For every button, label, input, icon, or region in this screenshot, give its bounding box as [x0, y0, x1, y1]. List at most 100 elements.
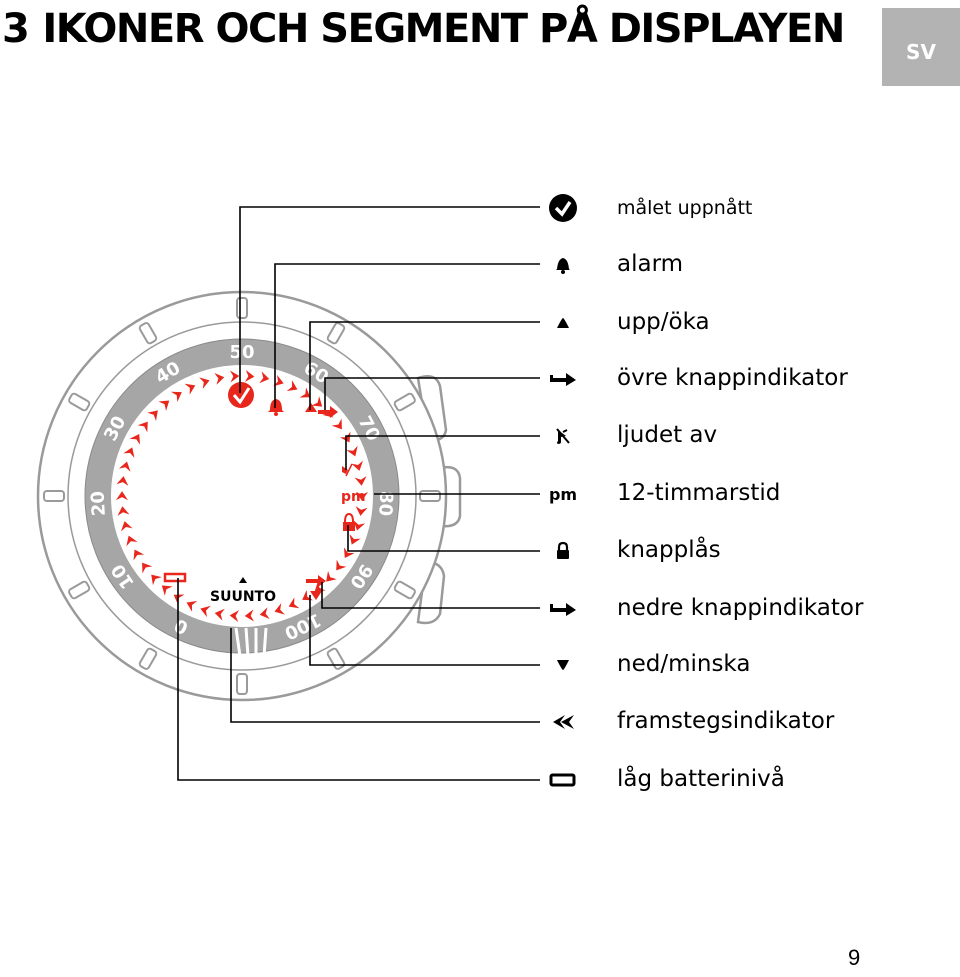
progress-segment	[259, 371, 270, 384]
progress-segment	[288, 597, 300, 609]
progress-segment	[302, 590, 314, 601]
progress-segment	[214, 608, 225, 621]
scale-ticks	[234, 627, 268, 657]
bezel-marker	[68, 392, 91, 412]
watch-brand-logo: SUUNTO	[210, 589, 276, 605]
progress-segment	[173, 594, 185, 605]
progress-segment	[199, 377, 210, 389]
progress-segment	[351, 460, 364, 471]
bezel-marker	[326, 647, 346, 670]
progress-chevron-icon	[548, 707, 578, 737]
progress-segment	[299, 387, 311, 398]
up-triangle-icon	[548, 308, 578, 338]
progress-segment	[186, 600, 198, 612]
progress-segment	[229, 370, 240, 383]
bezel-marker	[138, 322, 158, 345]
display-down-triangle-icon	[310, 591, 322, 600]
progress-segment	[356, 491, 369, 501]
progress-segment	[133, 549, 145, 561]
progress-segment	[244, 609, 255, 622]
progress-segment	[349, 534, 361, 545]
display-bell-icon	[268, 399, 284, 416]
legend-label-down: ned/minska	[617, 651, 751, 677]
page-title: 3 IKONER OCH SEGMENT PÅ DISPLAYEN	[2, 6, 845, 52]
progress-segment	[129, 433, 141, 445]
progress-segment	[147, 410, 158, 422]
progress-segment	[274, 603, 285, 615]
progress-segment	[118, 461, 131, 472]
pm-icon: pm	[548, 484, 578, 504]
display-low-battery-icon	[163, 572, 187, 583]
bezel-marker	[68, 580, 91, 600]
progress-segment	[170, 391, 182, 402]
progress-segment	[354, 476, 367, 486]
callout-lines	[177, 206, 540, 781]
padlock-icon	[548, 536, 578, 566]
legend-label-sound-off: ljudet av	[617, 422, 718, 448]
legend-label-12h: 12-timmarstid	[617, 480, 781, 506]
watch-bezel-inner-edge	[67, 321, 417, 671]
progress-segment	[200, 605, 211, 618]
legend-label-progress: framstegsindikator	[617, 708, 835, 734]
bezel-marker	[236, 673, 248, 695]
display-sound-off-icon	[342, 463, 353, 477]
display-upper-button-icon	[318, 406, 338, 418]
bezel-marker	[326, 322, 346, 345]
display-pm-icon: pm	[341, 489, 366, 505]
legend-label-low-battery: låg batterinivå	[617, 766, 785, 792]
section-title: IKONER OCH SEGMENT PÅ DISPLAYEN	[42, 6, 845, 52]
progress-segment	[158, 400, 170, 411]
progress-segment	[137, 421, 148, 433]
progress-segment	[229, 610, 240, 623]
progress-segment	[123, 447, 135, 458]
progress-segment	[115, 491, 128, 501]
bezel-marker	[138, 647, 158, 670]
low-battery-icon	[548, 765, 578, 795]
progress-segment	[184, 383, 196, 395]
bezel-marker	[393, 580, 416, 600]
sound-off-icon	[548, 421, 578, 451]
legend-label-button-lock: knapplås	[617, 537, 721, 563]
alarm-bell-icon	[548, 250, 578, 280]
page-number: 9	[848, 945, 861, 970]
display-padlock-icon	[343, 512, 355, 531]
display-check-icon	[228, 382, 254, 408]
progress-segment	[336, 559, 347, 571]
display-lower-button-icon	[306, 575, 326, 587]
progress-segment	[355, 506, 368, 516]
scale-number: 20	[88, 490, 110, 516]
progress-segment	[273, 374, 284, 387]
progress-segment	[314, 581, 326, 592]
progress-segment	[214, 372, 225, 385]
scale-number: 50	[229, 342, 254, 363]
progress-segment	[346, 445, 358, 457]
section-number: 3	[2, 6, 30, 52]
progress-segment	[331, 418, 342, 430]
bezel-marker	[43, 490, 65, 502]
scale-ring	[85, 339, 399, 653]
progress-segment	[117, 506, 130, 516]
progress-segment	[259, 607, 270, 620]
progress-segment	[116, 476, 129, 486]
progress-segment	[126, 535, 138, 547]
progress-segment	[339, 431, 351, 443]
progress-segments	[115, 369, 369, 623]
goal-reached-check-icon	[548, 193, 578, 223]
brand-triangle-icon	[239, 577, 247, 583]
progress-segment	[161, 585, 173, 596]
progress-segment	[244, 369, 255, 382]
legend-label-goal-reached: målet uppnått	[617, 197, 753, 219]
progress-segment	[120, 521, 133, 532]
legend-label-lower-button: nedre knappindikator	[617, 595, 864, 621]
scale-number: 80	[374, 490, 396, 516]
progress-segment	[326, 570, 337, 582]
bezel-marker	[236, 297, 248, 319]
bezel-marker	[393, 392, 416, 412]
progress-segment	[343, 547, 355, 559]
upper-button-indicator-icon	[548, 364, 578, 394]
bezel-marker	[419, 490, 441, 502]
down-triangle-icon	[548, 650, 578, 680]
language-tab: SV	[882, 8, 960, 86]
progress-segment	[142, 562, 153, 574]
progress-segment	[286, 380, 298, 392]
